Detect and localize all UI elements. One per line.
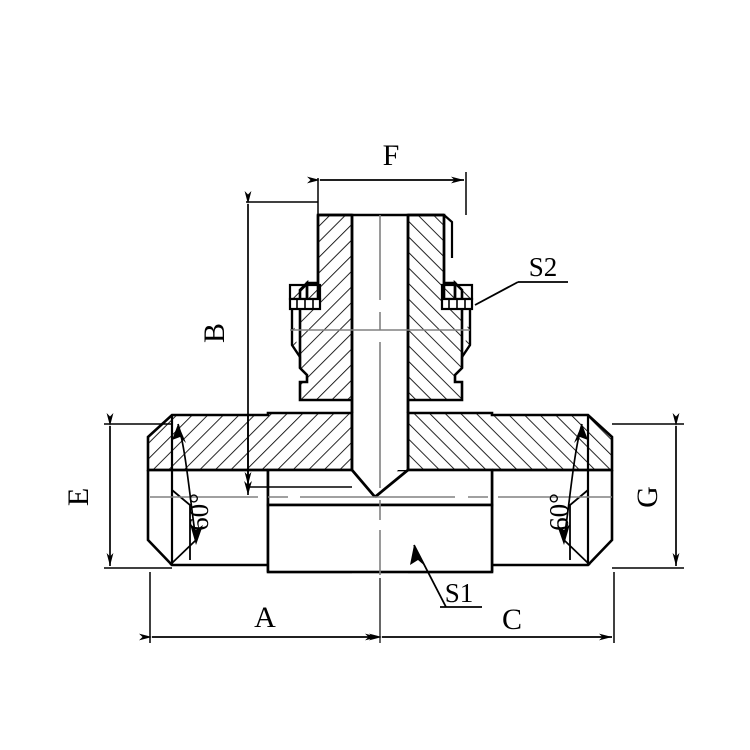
right-arm-section-upper [406, 411, 614, 472]
left-cone-seat [171, 489, 191, 560]
dimension-label-C: C [502, 603, 522, 636]
dimension-E: E [62, 413, 172, 569]
branch-thread-detail-right [440, 283, 474, 368]
center-body-left-section [298, 213, 354, 413]
dimension-A: A [139, 572, 381, 643]
centerlines [150, 215, 612, 575]
leader-label-S2: S2 [529, 252, 558, 282]
dimension-C: C [369, 572, 615, 643]
right-cone-seat [569, 489, 589, 560]
dimension-label-G: G [631, 486, 664, 508]
dimension-G: G [612, 413, 684, 569]
dimension-label-E: E [62, 488, 95, 506]
dimension-label-B: B [198, 323, 231, 343]
angle-label-left: 60° [184, 493, 214, 531]
leader-label-S1: S1 [445, 578, 474, 608]
angle-label-right: 60° [544, 493, 574, 531]
dimension-F: F [307, 139, 467, 215]
dimension-label-F: F [383, 139, 400, 172]
dimension-label-A: A [254, 601, 276, 634]
left-arm-section-upper [146, 411, 354, 472]
branch-thread-detail-left [288, 283, 322, 368]
angle-callout-right: 60° [544, 423, 591, 566]
leader-callout-S2: S2 [474, 252, 568, 306]
center-body-right-section [406, 213, 464, 413]
angle-callout-left: 60° [169, 415, 252, 566]
leader-callout-S1: S1 [410, 544, 482, 608]
